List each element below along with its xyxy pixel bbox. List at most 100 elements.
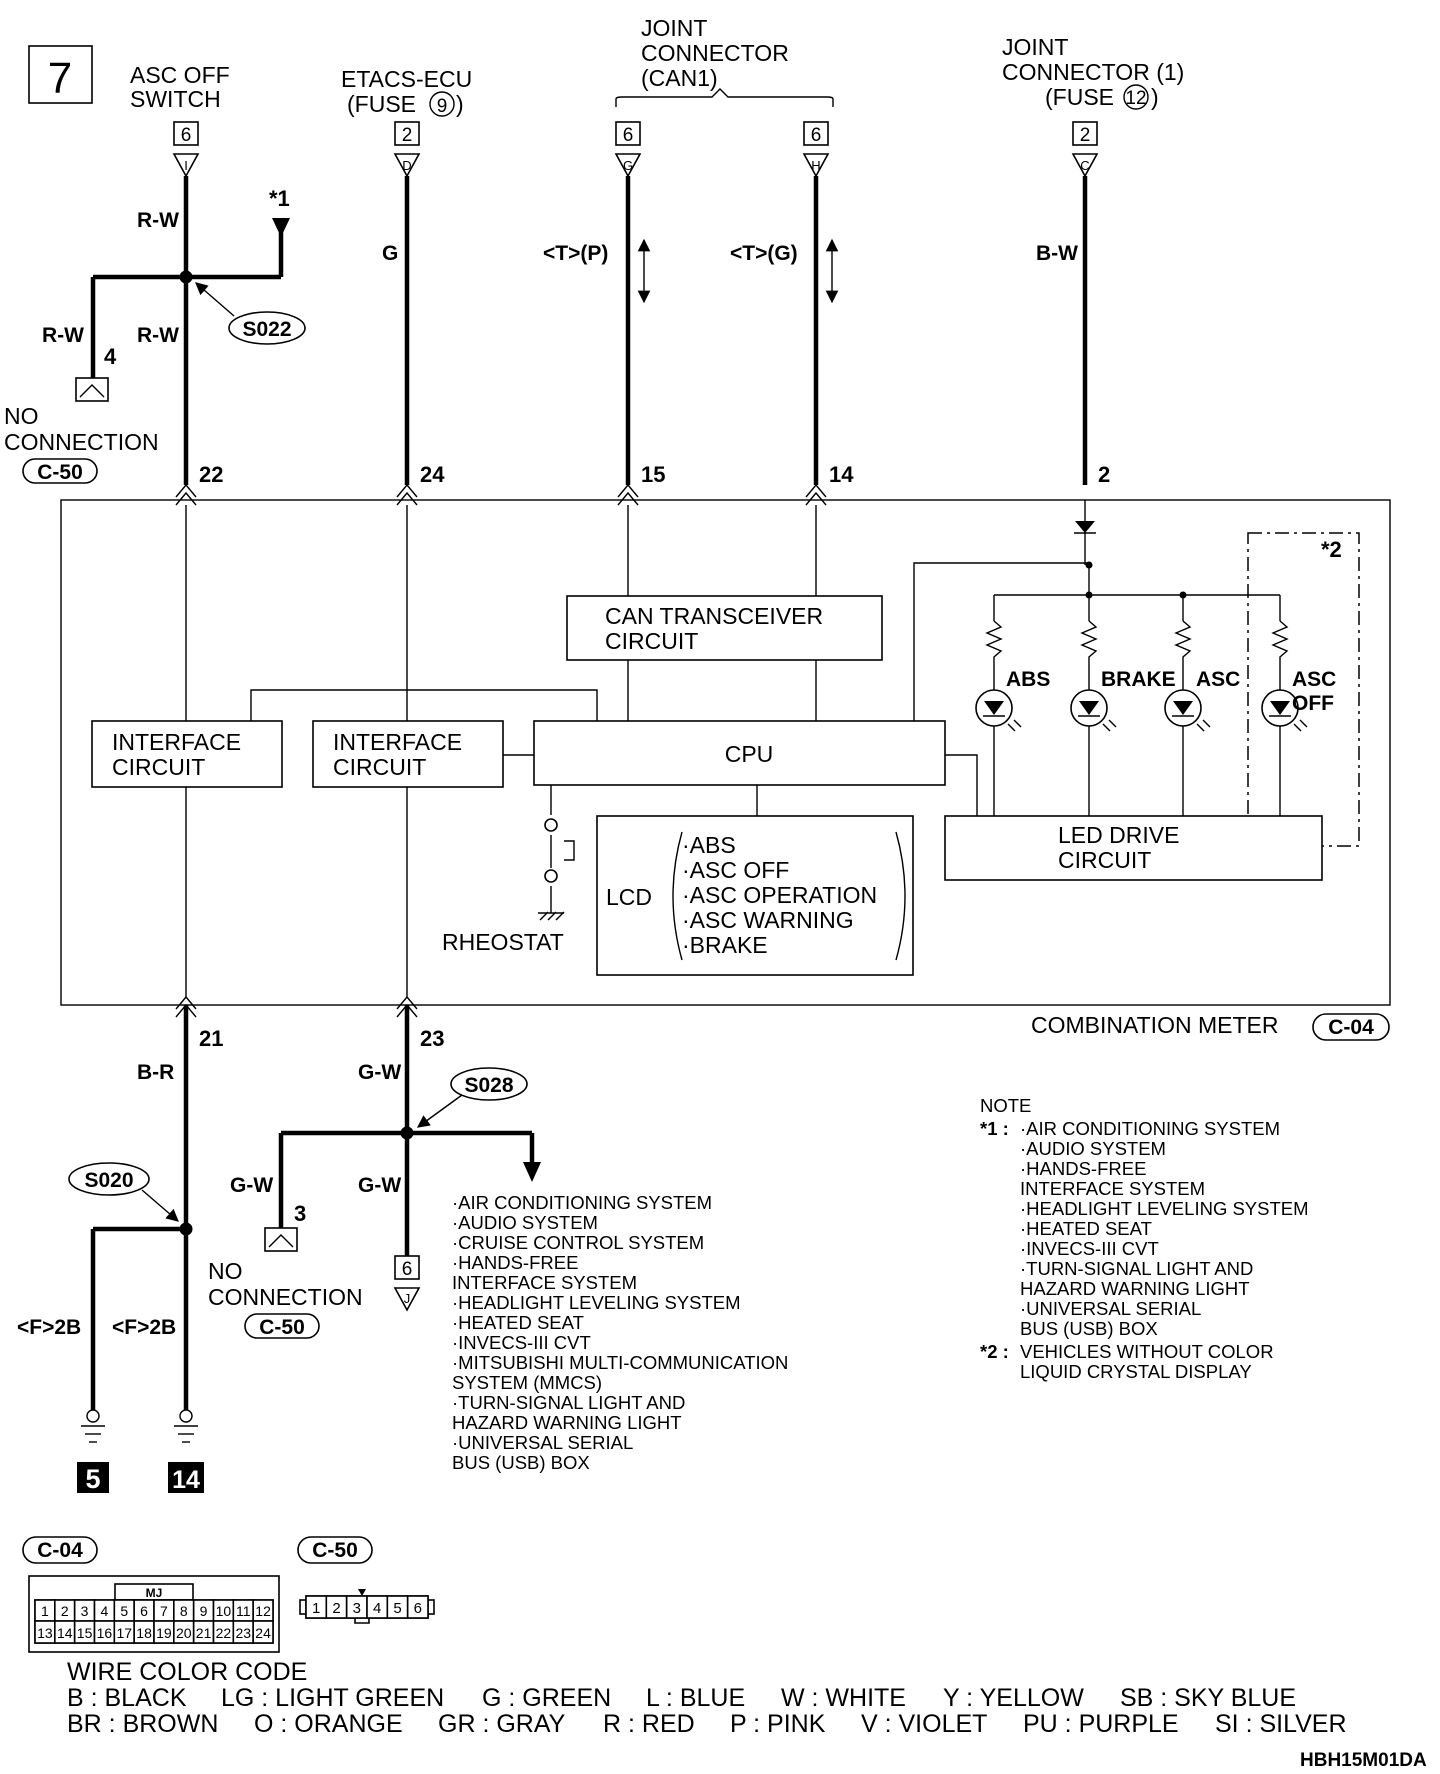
combination-meter-box xyxy=(60,499,1391,1006)
branch-arrow-icon xyxy=(523,1162,541,1182)
svg-text:2: 2 xyxy=(402,125,413,146)
svg-text:·TURN-SIGNAL LIGHT AND: ·TURN-SIGNAL LIGHT AND xyxy=(452,1392,685,1413)
connector-pin-number: 2 xyxy=(61,1603,69,1619)
svg-text:BR : BROWN: BR : BROWN xyxy=(67,1710,218,1738)
connector-pin-number: 19 xyxy=(156,1625,172,1641)
svg-text:H: H xyxy=(811,158,820,173)
svg-text:): ) xyxy=(456,91,464,117)
svg-text:INTERFACE: INTERFACE xyxy=(333,729,462,755)
svg-text:6: 6 xyxy=(623,125,634,146)
connector-pin-number: 21 xyxy=(196,1625,212,1641)
splice-s028: S028 xyxy=(416,1067,528,1128)
svg-text:I: I xyxy=(184,158,188,173)
connector-pin-number: 15 xyxy=(77,1625,93,1641)
svg-text:C-50: C-50 xyxy=(37,461,83,484)
svg-text:CIRCUIT: CIRCUIT xyxy=(605,628,698,654)
svg-text:INTERFACE: INTERFACE xyxy=(112,729,241,755)
pin-2: 2 xyxy=(1098,462,1110,487)
svg-text:2: 2 xyxy=(1080,125,1091,146)
svg-text:·BRAKE: ·BRAKE xyxy=(682,932,768,958)
svg-text:D: D xyxy=(402,158,411,173)
svg-text:SB : SKY BLUE: SB : SKY BLUE xyxy=(1120,1684,1296,1712)
splice-s022: S022 xyxy=(195,282,306,345)
wire-color-code: WIRE COLOR CODE B : BLACK LG : LIGHT GRE… xyxy=(67,1658,1347,1738)
can-transceiver-circuit-box: CAN TRANSCEIVER CIRCUIT xyxy=(566,595,883,661)
svg-text:6: 6 xyxy=(181,125,192,146)
svg-text:GR : GRAY: GR : GRAY xyxy=(438,1710,566,1738)
svg-text:WIRE COLOR CODE: WIRE COLOR CODE xyxy=(67,1658,307,1686)
svg-text:COMBINATION METER: COMBINATION METER xyxy=(1031,1012,1278,1038)
joint-connector-can1-label: JOINT CONNECTOR (CAN1) xyxy=(615,15,834,107)
svg-text:C-50: C-50 xyxy=(259,1316,305,1339)
splice-point-s022 xyxy=(179,270,193,284)
svg-text:CIRCUIT: CIRCUIT xyxy=(112,754,205,780)
etacs-ecu-label: ETACS-ECU (FUSE 9 ) xyxy=(341,66,472,117)
svg-text:S022: S022 xyxy=(242,318,291,341)
connector-pin-cell xyxy=(252,1620,274,1644)
svg-text:·ASC OFF: ·ASC OFF xyxy=(682,857,789,883)
diode-icon xyxy=(1074,500,1096,565)
svg-text:·HEADLIGHT LEVELING SYSTEM: ·HEADLIGHT LEVELING SYSTEM xyxy=(1020,1198,1309,1219)
ground-point-14: 14 xyxy=(168,1462,204,1494)
connector-pin-number: 4 xyxy=(373,1600,381,1617)
s028-branch-list: ·AIR CONDITIONING SYSTEM ·AUDIO SYSTEM ·… xyxy=(452,1192,788,1473)
svg-text:·AUDIO SYSTEM: ·AUDIO SYSTEM xyxy=(452,1212,598,1233)
svg-text:·INVECS-III CVT: ·INVECS-III CVT xyxy=(1020,1238,1159,1259)
star1-marker: *1 xyxy=(269,186,290,211)
svg-text:*1 :: *1 : xyxy=(980,1118,1009,1139)
svg-text:·TURN-SIGNAL LIGHT AND: ·TURN-SIGNAL LIGHT AND xyxy=(1020,1258,1253,1279)
connector-pin-number: 1 xyxy=(41,1603,49,1619)
connector-pin-number: 12 xyxy=(255,1603,271,1619)
connector-pin-number: 23 xyxy=(235,1625,251,1641)
svg-text:LED DRIVE: LED DRIVE xyxy=(1058,822,1179,848)
no-connection-bottom-label: NO CONNECTION C-50 xyxy=(208,1258,363,1339)
svg-text:O : ORANGE: O : ORANGE xyxy=(254,1710,403,1738)
led-asc-off-icon xyxy=(1261,689,1308,817)
svg-text:·HEADLIGHT LEVELING SYSTEM: ·HEADLIGHT LEVELING SYSTEM xyxy=(452,1292,741,1313)
svg-text:CONNECTION: CONNECTION xyxy=(4,429,159,455)
svg-text:NO: NO xyxy=(208,1258,243,1284)
led-label-asc-off-1: ASC xyxy=(1292,668,1336,691)
connector-can-6h: 6 H xyxy=(802,121,830,178)
led-asc-icon xyxy=(1164,689,1211,817)
svg-text:J: J xyxy=(404,1291,411,1306)
junction-dot xyxy=(1179,591,1187,599)
pin-14: 14 xyxy=(829,462,854,487)
star1-arrow-icon xyxy=(272,218,290,237)
led-label-asc: ASC xyxy=(1196,668,1240,691)
svg-text:·HANDS-FREE: ·HANDS-FREE xyxy=(452,1252,578,1273)
resistor-icon xyxy=(985,620,1003,690)
ground-icon xyxy=(174,1409,198,1443)
led-brake-icon xyxy=(1070,689,1117,817)
led-label-asc-off-2: OFF xyxy=(1292,692,1334,715)
figure-code: HBH15M01DA xyxy=(1300,1750,1427,1771)
led-drive-circuit-box: LED DRIVE CIRCUIT xyxy=(944,815,1323,881)
svg-text:C: C xyxy=(1080,158,1089,173)
wire-label-rw-top: R-W xyxy=(137,209,179,232)
svg-text:C-04: C-04 xyxy=(1328,1016,1374,1039)
svg-text:(FUSE: (FUSE xyxy=(1045,84,1114,110)
wire-label-tg: <T>(G) xyxy=(730,242,798,265)
svg-text:JOINT: JOINT xyxy=(1002,34,1068,60)
wire-label-gw-left: G-W xyxy=(230,1174,273,1197)
asc-off-switch-label: ASC OFF SWITCH xyxy=(130,62,230,112)
svg-text:B : BLACK: B : BLACK xyxy=(67,1684,187,1712)
connector-pin-number: 24 xyxy=(255,1625,271,1641)
connector-can-6g: 6 G xyxy=(614,121,642,178)
connector-pin-number: 14 xyxy=(57,1625,73,1641)
connector-joint1-2c: 2 C xyxy=(1071,121,1099,178)
wire-label-gw-top: G-W xyxy=(358,1061,401,1084)
pin-15: 15 xyxy=(641,462,665,487)
connector-pin-number: 6 xyxy=(414,1600,422,1617)
rheostat-label: RHEOSTAT xyxy=(442,929,564,955)
wire-label-tp: <T>(P) xyxy=(543,242,608,265)
wire-label-gw-mid: G-W xyxy=(358,1174,401,1197)
wire-label-br: B-R xyxy=(137,1061,174,1084)
svg-text:CONNECTION: CONNECTION xyxy=(208,1284,363,1310)
splice-point-s020 xyxy=(179,1222,193,1236)
rheostat-contact-icon xyxy=(544,869,558,883)
svg-text:·UNIVERSAL SERIAL: ·UNIVERSAL SERIAL xyxy=(1020,1298,1201,1319)
